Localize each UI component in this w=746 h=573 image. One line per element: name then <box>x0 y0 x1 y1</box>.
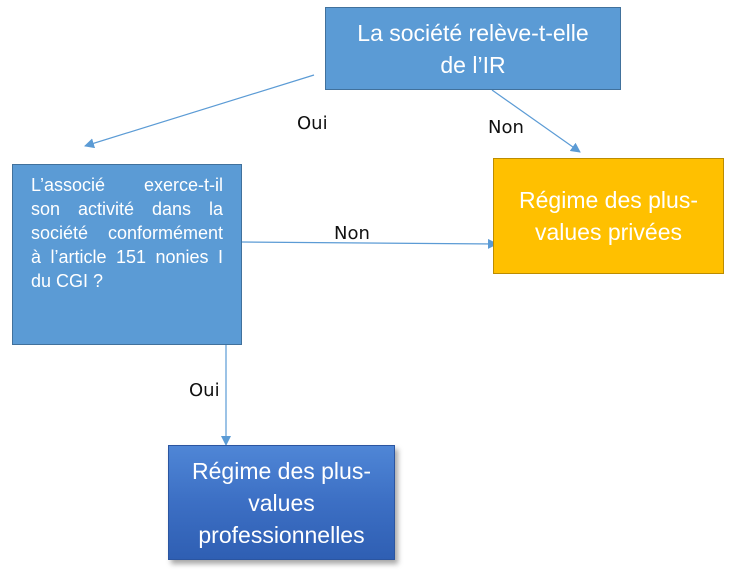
edge-label-q1-non: Non <box>488 117 524 138</box>
edge-label-q2-non: Non <box>334 223 370 244</box>
question-article-151-node: L’associé exerce-t-il son activité dans … <box>12 164 242 345</box>
edge-label-q1-oui: Oui <box>297 113 328 134</box>
regime-prive-text: Régime des plus-values privées <box>519 187 698 245</box>
arrow-q1-to-prive <box>491 89 581 153</box>
question-ir-text: La société relève-t-elle de l’IR <box>357 19 589 78</box>
question-article-151-text: L’associé exerce-t-il son activité dans … <box>31 175 223 291</box>
edge-label-q2-oui: Oui <box>189 380 220 401</box>
arrow-q1-to-q2 <box>84 74 315 149</box>
arrow-q2-to-prive <box>241 238 498 249</box>
regime-pro-node: Régime des plus-values professionnelles <box>168 445 395 560</box>
regime-prive-node: Régime des plus-values privées <box>493 158 724 274</box>
regime-pro-text: Régime des plus-values professionnelles <box>192 457 371 548</box>
question-ir-node: La société relève-t-elle de l’IR <box>325 7 621 90</box>
